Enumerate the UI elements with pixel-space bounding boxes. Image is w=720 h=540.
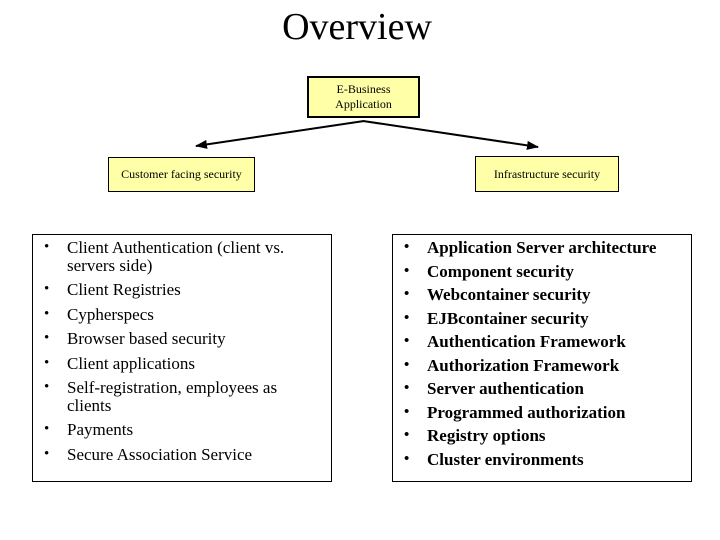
list-item: Webcontainer security	[393, 286, 681, 304]
customer-facing-topics-list: Client Authentication (client vs. server…	[33, 235, 331, 463]
customer-facing-topics-panel: Client Authentication (client vs. server…	[32, 234, 332, 482]
page-title: Overview	[282, 6, 432, 48]
ebusiness-application-box: E-Business Application	[307, 76, 420, 118]
customer-facing-security-box: Customer facing security	[108, 157, 255, 192]
list-item: Authorization Framework	[393, 356, 681, 375]
list-item: Authentication Framework	[393, 333, 681, 351]
list-item: Client Registries	[33, 281, 321, 299]
list-item: Secure Association Service	[33, 445, 321, 464]
list-item: Client applications	[33, 354, 321, 373]
infrastructure-security-box: Infrastructure security	[475, 156, 619, 192]
infrastructure-topics-list: Application Server architecture Componen…	[393, 235, 691, 468]
arrow-to-customer-facing	[195, 120, 365, 149]
list-item: Browser based security	[33, 330, 321, 348]
ebusiness-application-label: E-Business Application	[335, 82, 392, 111]
list-item: Programmed authorization	[393, 403, 681, 422]
list-item: Registry options	[393, 427, 681, 445]
list-item: Cluster environments	[393, 450, 681, 469]
list-item: Client Authentication (client vs. server…	[33, 239, 321, 274]
list-item: Payments	[33, 421, 321, 439]
list-item: Server authentication	[393, 380, 681, 398]
list-item: Cypherspecs	[33, 305, 321, 324]
infrastructure-security-label: Infrastructure security	[493, 166, 601, 181]
infrastructure-topics-panel: Application Server architecture Componen…	[392, 234, 692, 482]
list-item: Component security	[393, 262, 681, 281]
arrow-to-infrastructure	[362, 120, 539, 150]
list-item: Self-registration, employees as clients	[33, 379, 321, 414]
list-item: EJBcontainer security	[393, 309, 681, 328]
customer-facing-security-label: Customer facing security	[121, 167, 242, 181]
list-item: Application Server architecture	[393, 239, 681, 257]
